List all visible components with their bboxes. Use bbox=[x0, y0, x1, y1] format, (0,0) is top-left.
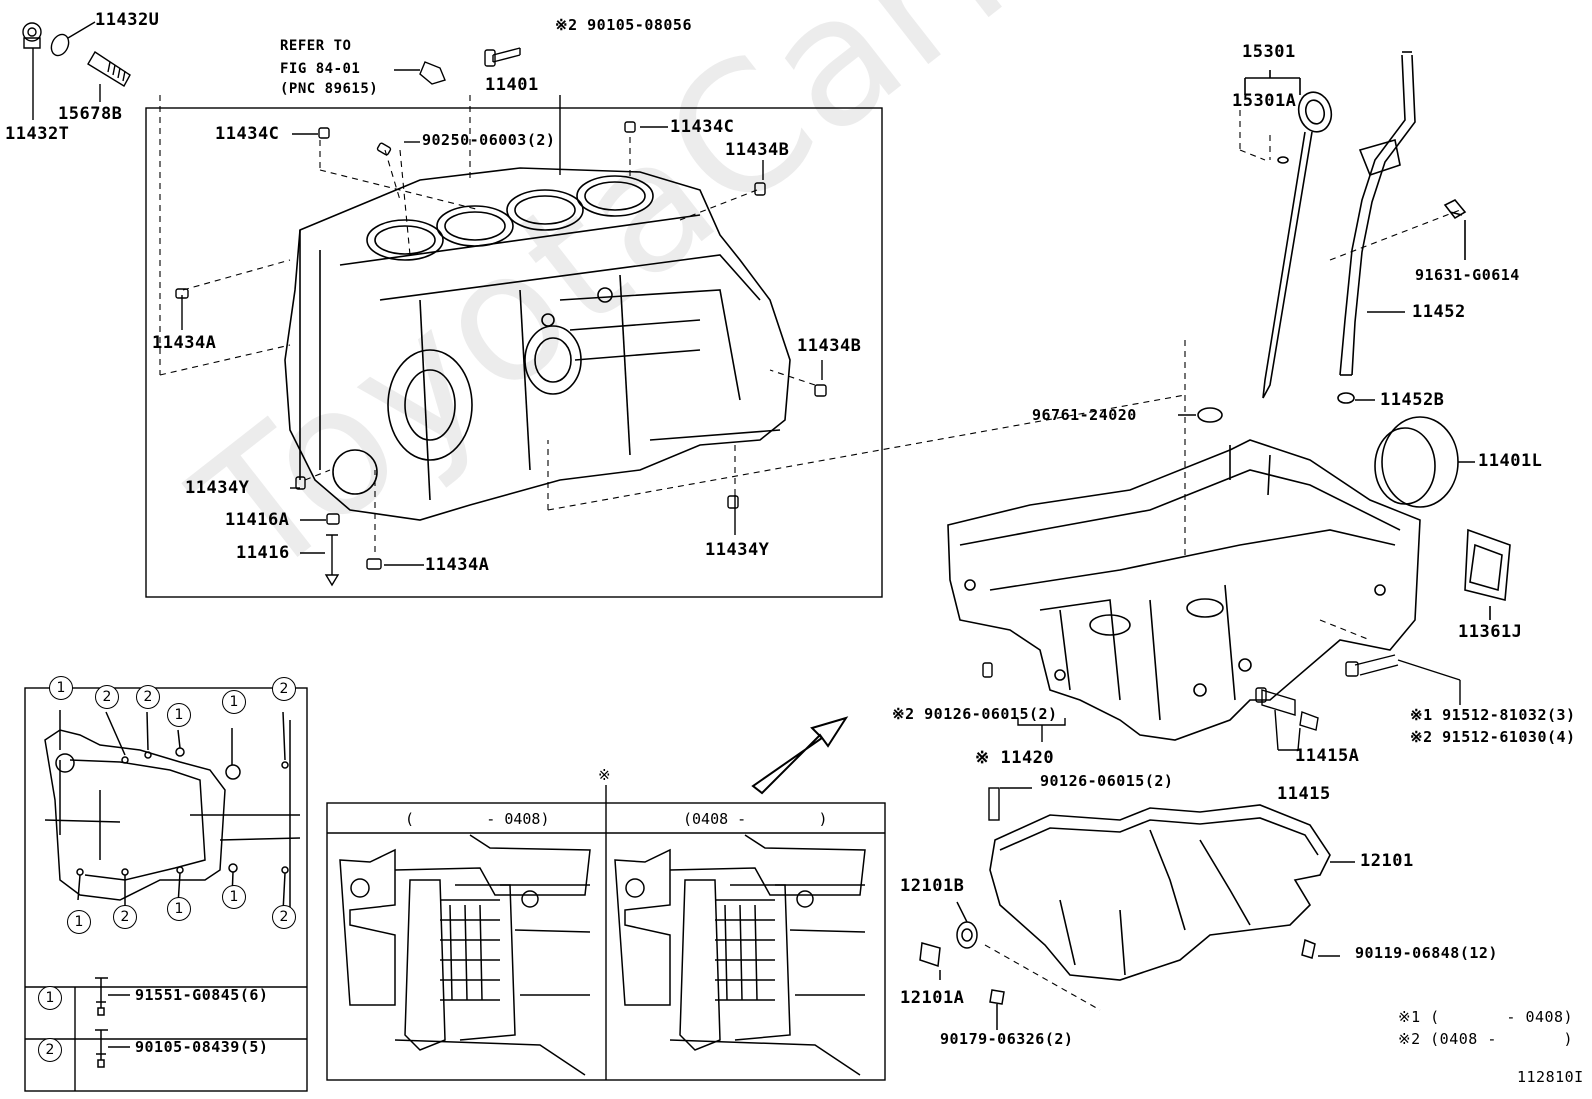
oil-pan-drawing bbox=[989, 804, 1355, 981]
label-90126-06015-lower: 90126-06015(2) bbox=[1040, 772, 1174, 790]
label-15301A: 15301A bbox=[1232, 91, 1297, 111]
label-90126-06015-upper: ※2 90126-06015(2) bbox=[892, 705, 1058, 723]
label-11434C-right: 11434C bbox=[670, 117, 735, 137]
label-11420: ※ 11420 bbox=[975, 748, 1055, 768]
label-11452: 11452 bbox=[1412, 302, 1466, 322]
label-11416: 11416 bbox=[236, 543, 290, 563]
label-11452B: 11452B bbox=[1380, 390, 1445, 410]
bolt-pattern-frame bbox=[24, 687, 308, 1092]
label-90179-06326: 90179-06326(2) bbox=[940, 1030, 1074, 1048]
guide-tube-drawing bbox=[1337, 51, 1467, 404]
label-90105-08056: ※2 90105-08056 bbox=[555, 16, 692, 34]
bolt-mark-2: 2 bbox=[272, 677, 296, 701]
bolt-mark-1: 1 bbox=[67, 910, 91, 934]
bolt-mark-2: 2 bbox=[272, 905, 296, 929]
label-11401L: 11401L bbox=[1478, 451, 1543, 471]
note-variant-2: ※2 (0408 - ) bbox=[1398, 1030, 1574, 1048]
label-15301: 15301 bbox=[1242, 42, 1296, 62]
legend-mark-2: 2 bbox=[38, 1038, 62, 1062]
label-11434C-left: 11434C bbox=[215, 124, 280, 144]
bolt-mark-2: 2 bbox=[136, 685, 160, 709]
label-11361J: 11361J bbox=[1458, 622, 1523, 642]
bolt-mark-1: 1 bbox=[167, 703, 191, 727]
label-11434A-left: 11434A bbox=[152, 333, 217, 353]
label-11434A-bottom: 11434A bbox=[425, 555, 490, 575]
label-96761-24020: 96761-24020 bbox=[1032, 406, 1137, 424]
label-90250-06003: 90250-06003(2) bbox=[422, 131, 556, 149]
bolt-mark-1: 1 bbox=[222, 885, 246, 909]
label-refer-3: (PNC 89615) bbox=[280, 81, 379, 97]
label-11416A: 11416A bbox=[225, 510, 290, 530]
label-11401: 11401 bbox=[485, 75, 539, 95]
label-11434Y-left: 11434Y bbox=[185, 478, 250, 498]
bolt-mark-1: 1 bbox=[49, 676, 73, 700]
label-11432U: 11432U bbox=[95, 10, 160, 30]
label-11415: 11415 bbox=[1277, 784, 1331, 804]
label-12101: 12101 bbox=[1360, 851, 1414, 871]
label-90119-06848: 90119-06848(12) bbox=[1355, 944, 1498, 962]
variant-asterisk: ※ bbox=[598, 766, 612, 784]
label-12101B: 12101B bbox=[900, 876, 965, 896]
oil-pan-upper-drawing bbox=[947, 439, 1421, 741]
label-11432T: 11432T bbox=[5, 124, 70, 144]
bolt-mark-2: 2 bbox=[113, 905, 137, 929]
period-right-label: (0408 - ) bbox=[683, 810, 828, 828]
label-91512-61030: ※2 91512-61030(4) bbox=[1410, 728, 1576, 746]
cylinder-block-drawing bbox=[284, 167, 791, 521]
label-refer-2: FIG 84-01 bbox=[280, 61, 361, 77]
label-11434B-top: 11434B bbox=[725, 140, 790, 160]
period-left-label: ( - 0408) bbox=[405, 810, 550, 828]
label-12101A: 12101A bbox=[900, 988, 965, 1008]
legend-mark-1: 1 bbox=[38, 986, 62, 1010]
bolt-mark-1: 1 bbox=[167, 897, 191, 921]
note-variant-1: ※1 ( - 0408) bbox=[1398, 1008, 1574, 1026]
bolt-mark-2: 2 bbox=[95, 685, 119, 709]
label-91631-G0614: 91631-G0614 bbox=[1415, 266, 1520, 284]
label-91512-81032: ※1 91512-81032(3) bbox=[1410, 706, 1576, 724]
label-11415A: 11415A bbox=[1295, 746, 1360, 766]
label-11434Y-right: 11434Y bbox=[705, 540, 770, 560]
dipstick-drawing bbox=[1244, 70, 1333, 399]
label-15678B: 15678B bbox=[58, 104, 123, 124]
label-refer-1: REFER TO bbox=[280, 38, 352, 54]
legend-part-2: 90105-08439(5) bbox=[135, 1038, 269, 1056]
bolt-mark-1: 1 bbox=[222, 690, 246, 714]
legend-part-1: 91551-G0845(6) bbox=[135, 986, 269, 1004]
label-11434B-right: 11434B bbox=[797, 336, 862, 356]
block-frame bbox=[145, 107, 883, 598]
figure-number: 112810I bbox=[1517, 1068, 1584, 1086]
